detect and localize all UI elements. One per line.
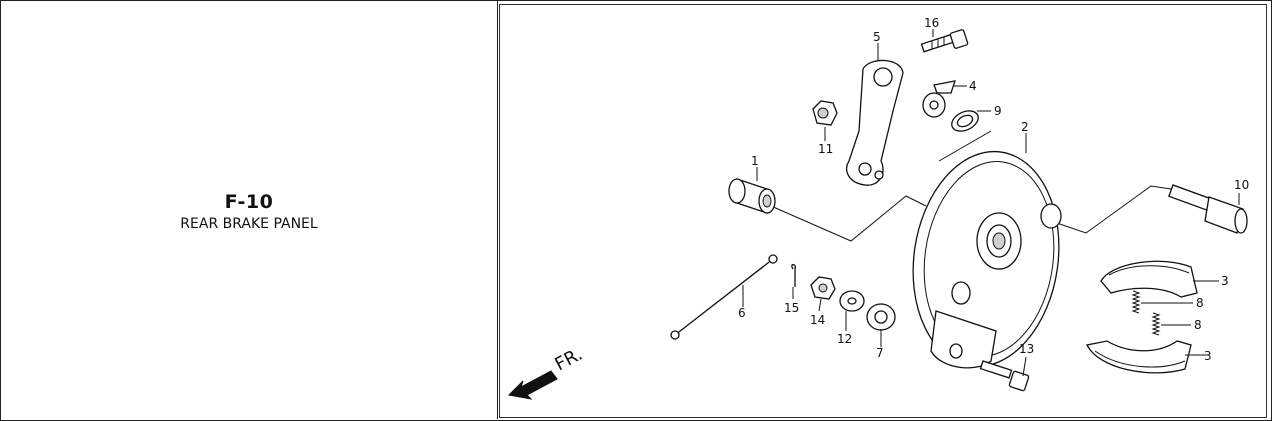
- callout-4: 4: [969, 79, 977, 93]
- part-16-bolt: [920, 29, 969, 53]
- parts-diagram-svg: 1 2 3 3 4 5 6 7 8 8 9 10 11 12 13 14 15 …: [507, 16, 1249, 400]
- callout-1: 1: [751, 154, 759, 168]
- part-15-cotter-pin: [791, 263, 796, 287]
- callout-5: 5: [873, 30, 881, 44]
- indicator-washer: [922, 92, 946, 118]
- callout-3-lower: 3: [1204, 349, 1212, 363]
- callout-9: 9: [994, 104, 1002, 118]
- callout-13: 13: [1019, 342, 1034, 356]
- part-6-brake-rod: [670, 254, 778, 340]
- part-9-felt-seal: [951, 110, 979, 132]
- callout-11: 11: [818, 142, 833, 156]
- part-3-brake-shoe-upper: [1100, 260, 1198, 298]
- callout-8-upper: 8: [1196, 296, 1204, 310]
- part-8-spring-upper: [1131, 290, 1141, 314]
- part-4-wear-indicator: [933, 80, 956, 94]
- front-direction-label: FR.: [551, 344, 586, 376]
- callout-14: 14: [810, 313, 825, 327]
- assembly-leader-lines: [770, 130, 1172, 242]
- callout-8-lower: 8: [1194, 318, 1202, 332]
- section-info-panel: F-10 REAR BRAKE PANEL: [1, 1, 498, 419]
- exploded-parts-diagram: 1 2 3 3 4 5 6 7 8 8 9 10 11 12 13 14 15 …: [499, 4, 1267, 418]
- part-13-bolt: [979, 360, 1030, 392]
- callout-2: 2: [1021, 120, 1029, 134]
- part-11-nut: [812, 100, 838, 126]
- part-2-brake-panel: [912, 150, 1062, 369]
- front-direction-arrow-icon: [507, 370, 558, 400]
- part-14-nut: [810, 276, 836, 300]
- callout-6: 6: [738, 306, 746, 320]
- part-10-brake-cam: [1168, 184, 1248, 234]
- section-code: F-10: [224, 191, 274, 213]
- part-12-washer: [839, 290, 865, 312]
- part-7-bearing: [866, 303, 896, 331]
- callout-3-upper: 3: [1221, 274, 1229, 288]
- callout-7: 7: [876, 346, 884, 360]
- part-3-brake-shoe-lower: [1086, 340, 1192, 374]
- callout-leaders: [742, 29, 1240, 377]
- part-8-spring-lower: [1151, 312, 1161, 336]
- part-5-brake-arm: [846, 59, 904, 186]
- callout-10: 10: [1234, 178, 1249, 192]
- callout-12: 12: [837, 332, 852, 346]
- part-1-collar: [728, 178, 776, 214]
- callout-16: 16: [924, 16, 939, 30]
- callout-15: 15: [784, 301, 799, 315]
- section-title: REAR BRAKE PANEL: [180, 216, 318, 232]
